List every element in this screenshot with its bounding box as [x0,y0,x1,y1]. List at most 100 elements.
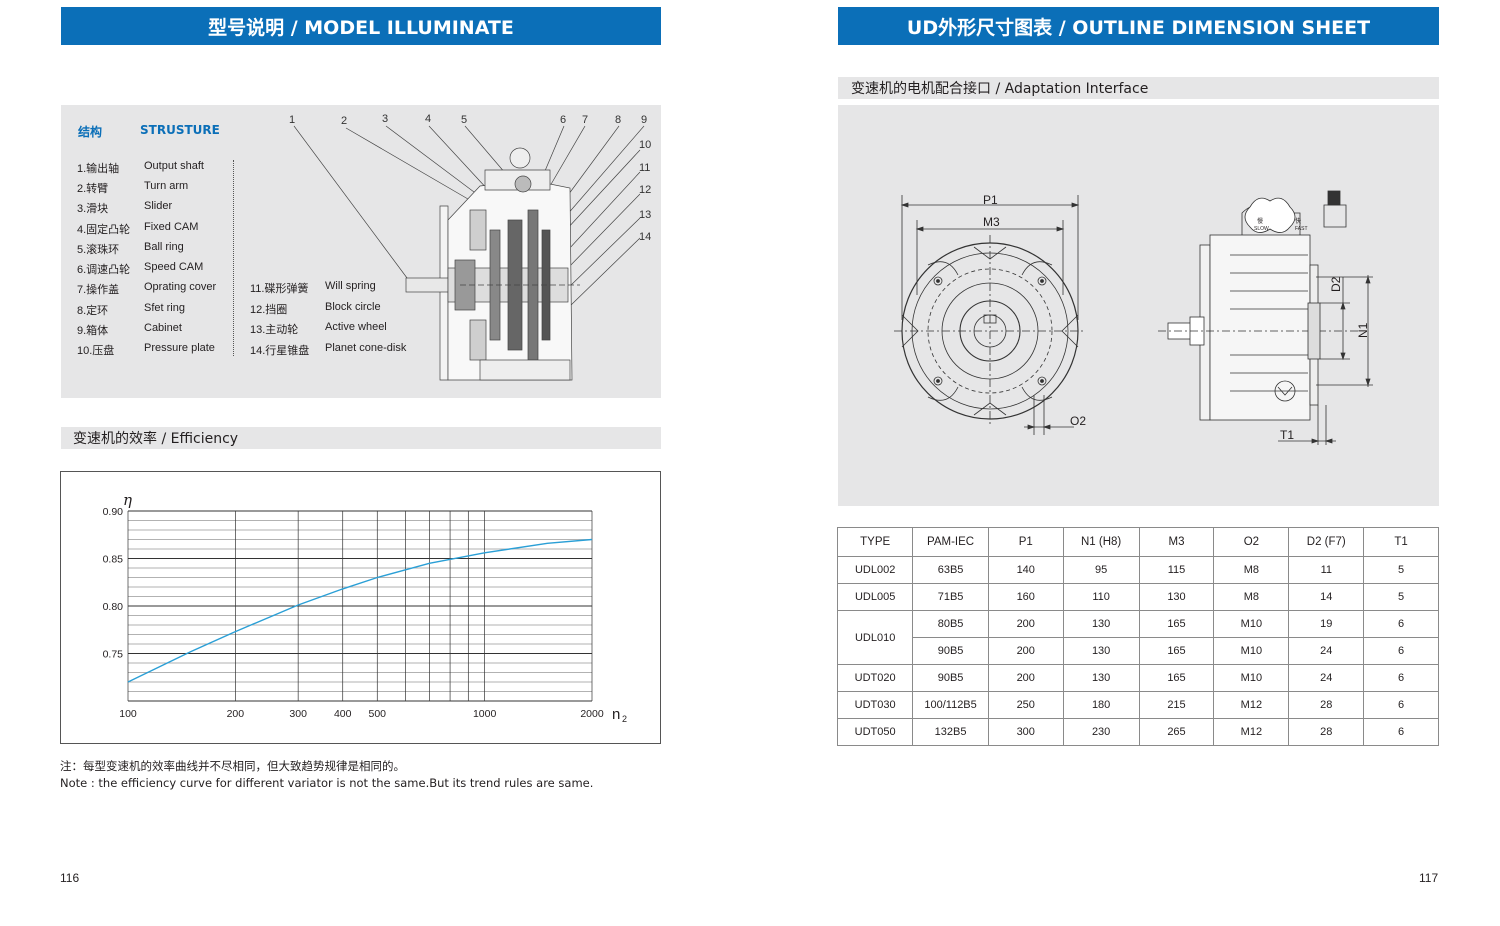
cell-d2: 28 [1288,718,1365,746]
cell-o2: M10 [1213,610,1290,638]
right-banner: UD外形尺寸图表 / OUTLINE DIMENSION SHEET [838,7,1439,45]
part-cn: 1.输出轴 [77,163,120,175]
part-en: Fixed CAM [144,221,199,233]
cell-pam: 90B5 [912,664,989,692]
callout-label: 9 [641,114,648,126]
variator-cross-section-drawing [293,125,645,381]
part-cn: 5.滚珠环 [77,244,120,256]
callout-label: 3 [382,113,389,125]
x-tick-label: 1000 [473,708,497,720]
part-en: Cabinet [144,322,182,334]
part-en: Pressure plate [144,342,215,354]
cell-d2: 11 [1288,556,1365,584]
x-axis-label-subscript: 2 [622,714,627,724]
part-cn: 8.定环 [77,305,109,317]
side-view-drawing [1158,190,1373,445]
table-row: UDL005 71B5 160 110 130 M8 14 5 [836,583,1439,611]
dim-label-p1: P1 [983,193,998,207]
part-en: Planet cone-disk [325,342,407,354]
part-cn: 2.转臂 [77,183,109,195]
part-en: Will spring [325,280,376,292]
cell-o2: M8 [1213,583,1290,611]
part-cn: 14.行星锥盘 [250,345,310,357]
cell-n1: 180 [1062,691,1140,719]
col-header: N1 (H8) [1062,527,1140,557]
cell-o2: M10 [1213,637,1290,665]
part-en: Sfet ring [144,302,185,314]
y-tick-label: 0.80 [103,601,124,613]
efficiency-section-title: 变速机的效率 / Efficiency [73,431,239,447]
callout-label: 13 [639,209,652,221]
col-header: TYPE [836,527,914,557]
cell-m3: 165 [1138,637,1215,665]
cell-type: UDT050 [836,718,914,746]
part-cn: 6.调速凸轮 [77,264,131,276]
cell-d2: 28 [1288,691,1365,719]
x-tick-label: 100 [119,708,137,720]
cell-n1: 130 [1062,610,1140,638]
cell-pam: 71B5 [912,583,989,611]
cell-t1: 6 [1363,691,1439,719]
callout-label: 8 [615,114,622,126]
dim-label-o2: O2 [1070,414,1087,428]
cell-pam: 80B5 [912,610,989,638]
col-header: PAM-IEC [912,527,989,557]
dimension-drawing-panel [838,105,1439,506]
note-cn: 注：每型变速机的效率曲线并不尽相同，但大致趋势规律是相同的。 [60,759,405,773]
x-tick-label: 400 [334,708,352,720]
cell-type: UDT030 [836,691,914,719]
structure-title-en: STRUSTURE [140,123,220,137]
cell-pam: 132B5 [912,718,989,746]
dimension-table: TYPE PAM-IEC P1 N1 (H8) M3 O2 D2 (F7) T1… [836,527,1439,746]
part-en: Output shaft [144,160,204,172]
x-tick-label: 300 [289,708,307,720]
cell-p1: 200 [987,664,1064,692]
col-header: P1 [987,527,1064,557]
x-tick-label: 500 [369,708,387,720]
cell-m3: 165 [1138,664,1215,692]
right-banner-text: UD外形尺寸图表 / OUTLINE DIMENSION SHEET [906,16,1371,39]
table-row: UDL010 80B5 200 130 165 M10 19 6 [836,610,1439,665]
front-view-drawing [894,195,1086,435]
table-row: UDT020 90B5 200 130 165 M10 24 6 [836,664,1439,692]
callout-label: 11 [639,162,651,174]
part-cn: 11.碟形弹簧 [250,283,309,295]
adaptation-section-title: 变速机的电机配合接口 / Adaptation Interface [851,81,1149,97]
y-tick-label: 0.90 [103,506,124,518]
cell-pam: 63B5 [912,556,989,584]
part-cn: 12.挡圈 [250,304,288,316]
cell-t1: 5 [1363,583,1439,611]
dim-label-n1: N1 [1356,322,1370,338]
y-tick-label: 0.85 [103,554,124,566]
efficiency-chart-frame [60,471,661,744]
dim-label-t1: T1 [1280,428,1295,442]
dim-label-d2: D2 [1329,276,1343,292]
dim-label-m3: M3 [983,215,1000,229]
fast-label: FAST [1295,226,1308,232]
callout-label: 7 [582,114,589,126]
cell-type: UDT020 [836,664,914,692]
cell-t1: 6 [1363,610,1439,638]
left-banner-text: 型号说明 / MODEL ILLUMINATE [208,16,514,39]
table-row: UDT030 100/112B5 250 180 215 M12 28 6 [836,691,1439,719]
cell-d2: 19 [1288,610,1365,638]
slow-cn-label: 慢 [1257,219,1264,225]
part-en: Block circle [325,301,381,313]
efficiency-section-bar: 变速机的效率 / Efficiency [61,427,661,449]
cell-p1: 300 [987,718,1064,746]
fast-cn-label: 快 [1295,219,1302,225]
cell-pam: 100/112B5 [912,691,989,719]
y-tick-label: 0.75 [103,649,124,661]
table-header-row: TYPE PAM-IEC P1 N1 (H8) M3 O2 D2 (F7) T1 [836,527,1439,557]
efficiency-curve [127,538,593,683]
cell-t1: 5 [1363,556,1439,584]
cell-o2: M12 [1213,691,1290,719]
part-en: Slider [144,200,173,212]
col-header: O2 [1213,527,1290,557]
part-en: Active wheel [325,321,387,333]
cell-t1: 6 [1363,718,1439,746]
part-cn: 4.固定凸轮 [77,224,131,236]
cell-p1: 160 [987,583,1064,611]
cell-t1: 6 [1363,637,1439,665]
col-header: M3 [1138,527,1215,557]
